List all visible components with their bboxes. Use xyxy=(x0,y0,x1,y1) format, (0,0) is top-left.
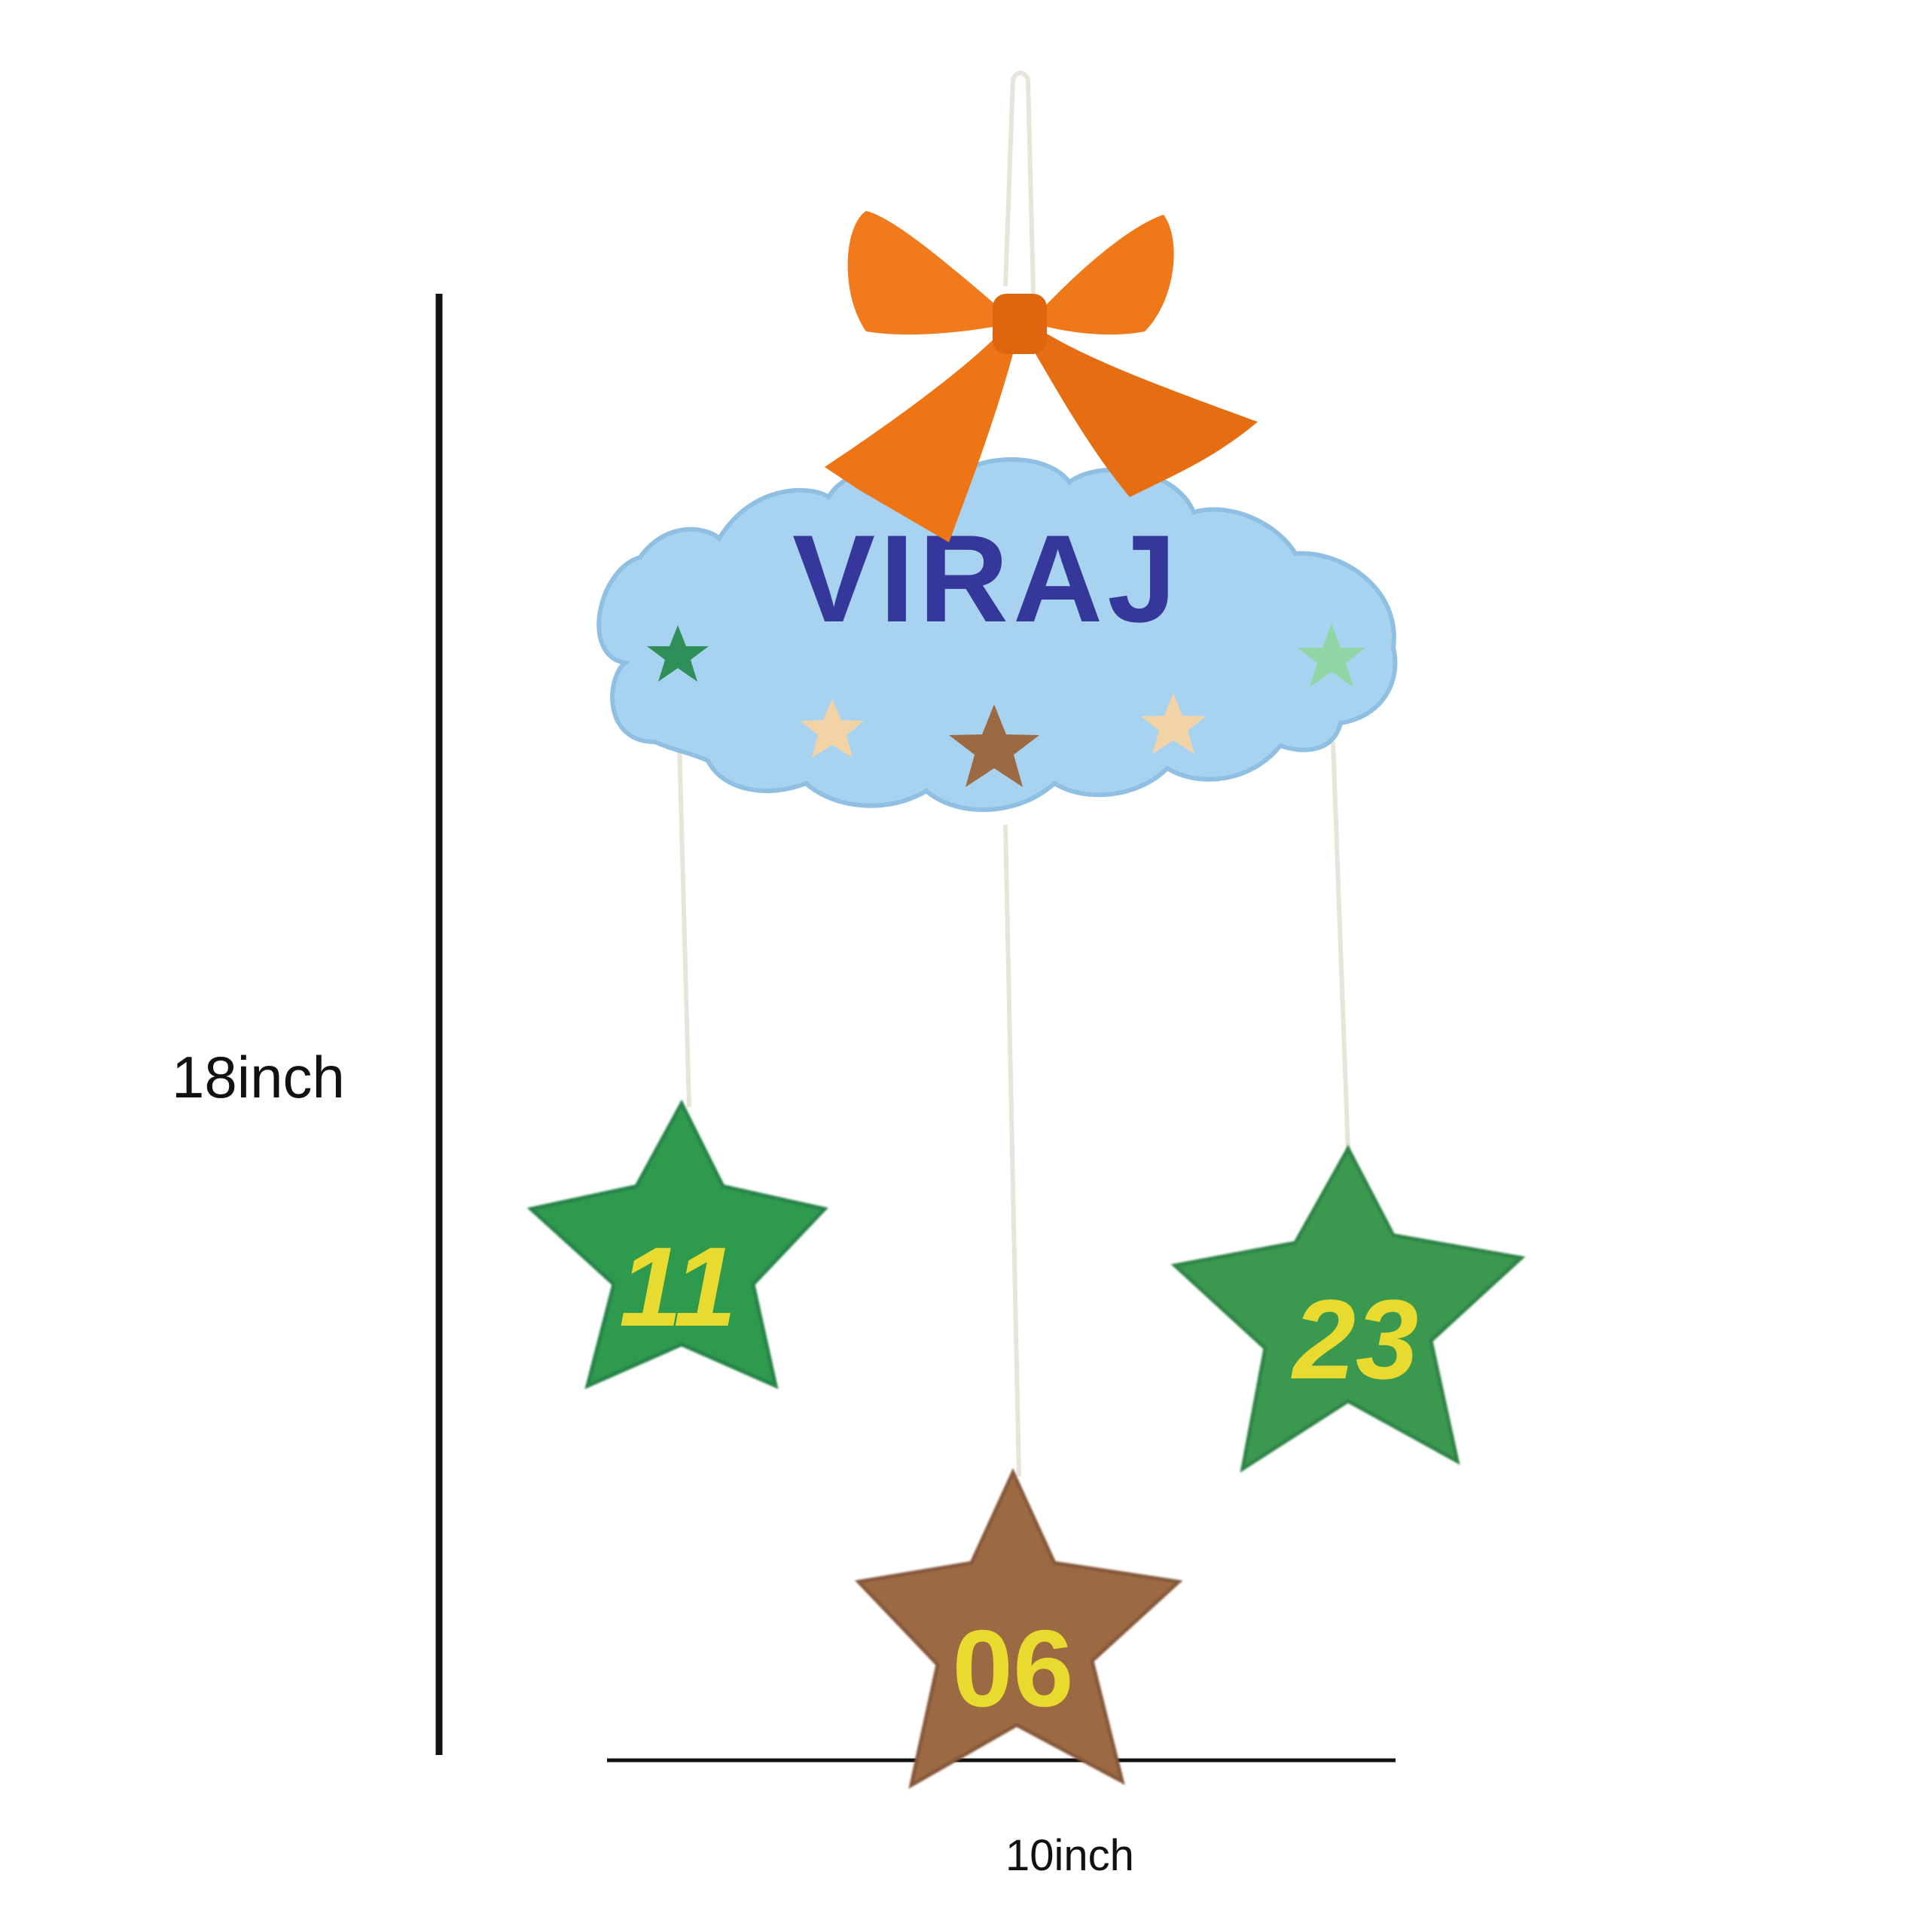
width-dimension-label: 10inch xyxy=(1005,1831,1134,1880)
right-string xyxy=(1331,741,1350,1153)
hanging-strings xyxy=(677,70,1350,1477)
cloud-star-brown xyxy=(949,704,1039,787)
star-number-23: 23 xyxy=(1291,1276,1419,1402)
felt-star-icon xyxy=(854,1467,1183,1789)
cloud-star-beige-right xyxy=(1141,693,1206,754)
felt-star-icon xyxy=(526,1099,828,1390)
hanging-star-06: 06 xyxy=(854,1467,1183,1789)
bow-right-tail xyxy=(1036,331,1258,497)
bow-knot xyxy=(993,294,1047,354)
cloud-plaque: VIRAJ xyxy=(596,457,1398,813)
cloud-star-beige-left xyxy=(801,699,864,758)
cloud-star-dark-green xyxy=(647,625,709,682)
hanging-star-11: 11 xyxy=(526,1099,828,1390)
star-number-11: 11 xyxy=(619,1223,737,1350)
name-letters: VIRAJ xyxy=(792,509,1181,648)
left-string xyxy=(677,741,691,1108)
center-string xyxy=(1003,824,1021,1477)
bow-icon xyxy=(825,211,1258,542)
cloud-star-mint xyxy=(1298,624,1365,687)
star-number-06: 06 xyxy=(952,1607,1073,1729)
bow-left-tail xyxy=(825,331,1013,542)
hanging-star-23: 23 xyxy=(1170,1144,1526,1473)
bow-right-loop xyxy=(1036,215,1174,335)
felt-star-icon xyxy=(1170,1144,1526,1473)
height-dimension-label: 18inch xyxy=(172,1044,345,1110)
top-loop-string xyxy=(1003,70,1036,295)
bow-left-loop xyxy=(847,211,1009,335)
